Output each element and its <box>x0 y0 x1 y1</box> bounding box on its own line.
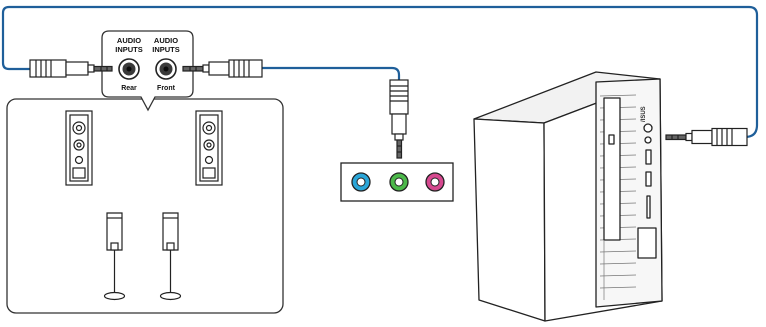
line-out-jack[interactable] <box>389 172 409 192</box>
rear-position-label: Rear <box>121 85 137 92</box>
front-cover-panel <box>637 227 657 259</box>
loop-cable <box>1 5 759 139</box>
desktop-pc: /ISUS <box>473 71 663 322</box>
front-usb-port-1[interactable] <box>645 149 652 165</box>
optical-drive-bay <box>603 97 621 241</box>
front-usb-port-2[interactable] <box>645 171 652 187</box>
front-left-speaker <box>65 110 93 186</box>
front-headphone-jack[interactable] <box>644 136 652 144</box>
cables <box>1 5 759 139</box>
pc-audio-plug <box>665 127 748 147</box>
front-input-jack[interactable] <box>155 58 177 80</box>
card-reader-slot[interactable] <box>646 195 651 219</box>
drive-eject-button[interactable] <box>608 134 615 145</box>
front-position-label: Front <box>157 85 176 92</box>
rear-input-jack[interactable] <box>118 58 140 80</box>
pc-brand-logo: /ISUS <box>641 106 647 122</box>
rear-right-speaker <box>159 212 182 301</box>
front-audio-plug <box>182 59 263 78</box>
front-input-label-line2: INPUTS <box>152 45 180 54</box>
audio-input-panel: AUDIO INPUTS AUDIO INPUTS Rear Front <box>101 30 194 112</box>
line-in-jack[interactable] <box>351 172 371 192</box>
front-input-label-line1: AUDIO <box>154 36 178 45</box>
mic-in-jack[interactable] <box>425 172 445 192</box>
power-button[interactable] <box>643 123 653 133</box>
rear-input-label-line1: AUDIO <box>117 36 141 45</box>
front-to-center-cable <box>260 66 401 80</box>
speaker-system-frame <box>6 98 284 314</box>
rear-input-label-line2: INPUTS <box>115 45 143 54</box>
audio-jack-panel <box>340 162 454 202</box>
rear-left-speaker <box>103 212 126 301</box>
center-audio-plug <box>389 79 409 159</box>
front-right-speaker <box>195 110 223 186</box>
rear-audio-plug <box>29 59 113 78</box>
